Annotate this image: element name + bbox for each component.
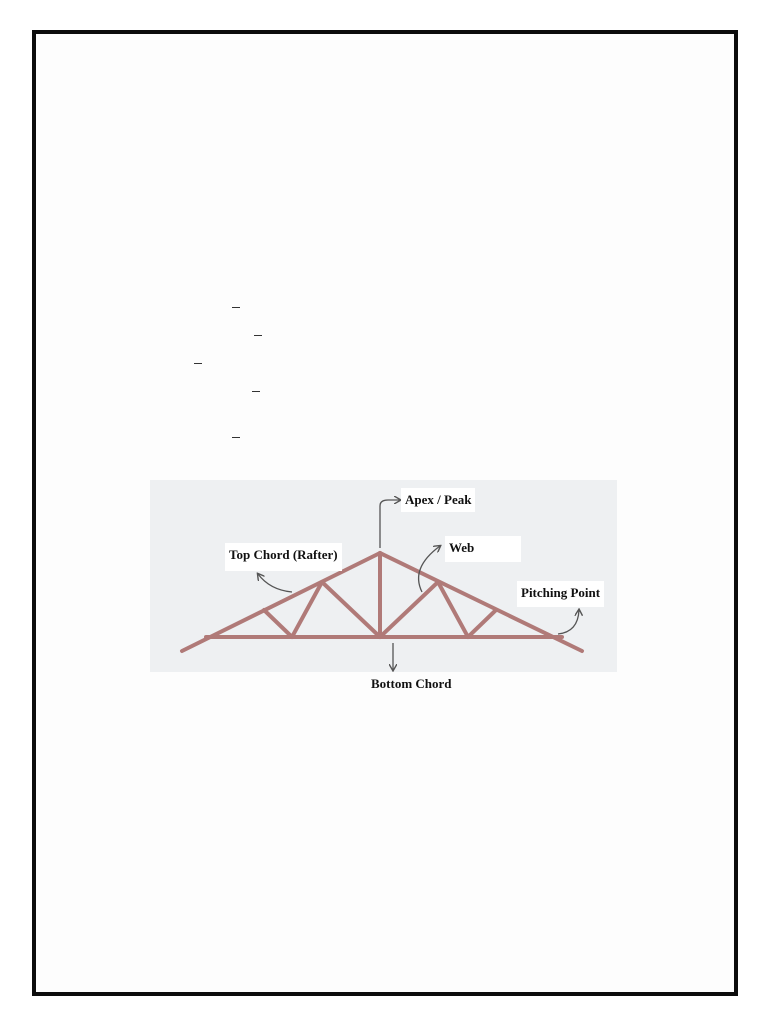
apex-peak-label: Apex / Peak bbox=[401, 488, 476, 512]
web-member bbox=[262, 608, 294, 639]
text-dash bbox=[194, 363, 202, 364]
web-member bbox=[378, 580, 440, 639]
top-chord-right-member bbox=[378, 551, 584, 653]
text-dash bbox=[254, 335, 262, 336]
web-member bbox=[436, 580, 470, 639]
pitching-point-label: Pitching Point bbox=[517, 581, 605, 607]
web-arrow bbox=[417, 546, 440, 593]
pitching-point-arrow bbox=[557, 610, 579, 635]
text-dash bbox=[232, 307, 240, 308]
top-chord-rafter-label: Top Chord (Rafter) bbox=[225, 543, 342, 571]
web-member bbox=[320, 580, 382, 639]
web-member bbox=[290, 580, 324, 639]
top-chord-left-member bbox=[180, 551, 382, 653]
bottom-chord-label: Bottom Chord bbox=[371, 676, 452, 691]
top-chord-arrow bbox=[258, 574, 293, 593]
text-dash bbox=[232, 437, 240, 438]
truss-figure-panel bbox=[150, 480, 617, 672]
apex-arrow bbox=[379, 500, 400, 548]
web-member bbox=[466, 608, 498, 639]
text-dash bbox=[252, 391, 260, 392]
web-label: Web bbox=[445, 536, 521, 562]
